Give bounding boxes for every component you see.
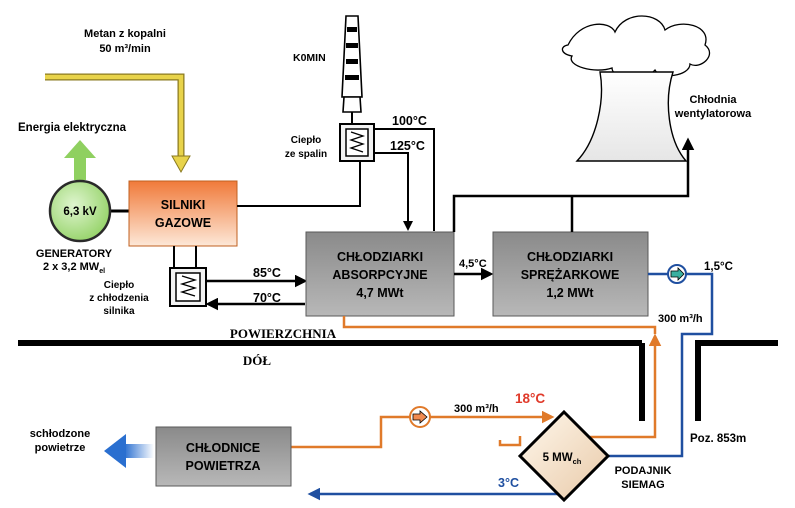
cold-water-to-coolers	[307, 482, 567, 501]
compressor-line1: CHŁODZIARKI	[527, 250, 613, 264]
surface-label: POWIERZCHNIA	[230, 326, 337, 341]
exhaust-out-temp: 100°C	[392, 114, 427, 128]
absorption-line3: 4,7 MWt	[356, 286, 404, 300]
gas-engines-line2: GAZOWE	[155, 216, 211, 230]
exhaust-loop-supply	[374, 152, 413, 231]
exchanger-cold-temp: 3°C	[498, 476, 519, 490]
siemag-feeder	[517, 409, 611, 503]
compressor-line3: 1,2 MWt	[546, 286, 594, 300]
exhaust-line	[237, 161, 361, 207]
cooled-air-label-1: schłodzone	[30, 428, 91, 440]
generator-power: 2 x 3,2 MWel	[43, 261, 105, 275]
cooling-tower-label-2: wentylatorowa	[674, 108, 752, 120]
generator-voltage: 6,3 kV	[63, 206, 97, 218]
cooled-air-arrow-icon	[104, 434, 154, 468]
chimney-label: K0MIN	[293, 52, 326, 64]
shaft-wall-right	[695, 340, 778, 421]
compressor-line2: SPRĘŻARKOWE	[521, 267, 620, 282]
power-arrow-icon	[64, 140, 96, 180]
air-coolers-line2: POWIETRZA	[186, 459, 261, 473]
chimney-icon	[341, 15, 363, 124]
generator	[48, 179, 112, 243]
generator-label: GENERATORY	[36, 248, 113, 260]
warm-water-from-coolers	[291, 415, 410, 449]
underground-label: DÓŁ	[243, 353, 272, 368]
cold-water-down-line	[607, 272, 714, 458]
methane-label-line1: Metan z kopalni	[84, 28, 166, 40]
engine-return-temp: 70°C	[253, 291, 281, 305]
absorption-chillers-box	[305, 231, 455, 317]
absorption-line1: CHŁODZIARKI	[337, 250, 423, 264]
feeder-label-1: PODAJNIK	[615, 465, 672, 477]
exhaust-hx-label-1: Ciepło	[291, 135, 322, 146]
absorption-line2: ABSORPCYJNE	[332, 268, 427, 282]
gas-engines-line1: SILNIKI	[161, 198, 205, 212]
feeder-power: 5 MWch	[543, 452, 582, 466]
gas-engines-box	[128, 180, 238, 247]
exhaust-hx-label-2: ze spalin	[285, 149, 327, 160]
cooling-tower-label-1: Chłodnia	[689, 94, 737, 106]
engine-hot-temp: 85°C	[253, 266, 281, 280]
feeder-label-2: SIEMAG	[621, 479, 664, 491]
exchanger-hot-temp: 18°C	[515, 391, 545, 406]
pump-underground-arrow-icon	[412, 410, 428, 424]
exhaust-loop-return	[374, 128, 435, 231]
level-label: Poz. 853m	[690, 433, 746, 445]
air-coolers-box	[155, 426, 292, 487]
exhaust-heat-exchanger	[339, 123, 375, 162]
cooling-tower-icon	[561, 15, 711, 162]
compressor-chillers-box	[492, 231, 649, 317]
between-chillers-temp: 4,5°C	[459, 258, 487, 270]
engine-cooling-label-1: Ciepło	[104, 280, 135, 291]
methane-pipe	[45, 73, 191, 174]
underground-flow: 300 m³/h	[454, 403, 499, 415]
air-coolers-line1: CHŁODNICE	[186, 441, 260, 455]
cooled-air-label-2: powietrze	[35, 442, 86, 454]
engine-cooling-label-3: silnika	[103, 306, 135, 317]
engine-cooling-label-2: z chłodzenia	[89, 293, 149, 304]
exhaust-in-temp: 125°C	[390, 139, 425, 153]
engine-cooling-exchanger	[169, 246, 207, 307]
surface-flow: 300 m³/h	[658, 313, 703, 325]
warm-exchanger-link	[498, 436, 522, 447]
methane-label-line2: 50 m³/min	[99, 43, 151, 55]
after-pump-temp: 1,5°C	[704, 261, 733, 273]
pump-surface-arrow-icon	[670, 267, 685, 281]
warm-return-surface	[342, 316, 657, 334]
warm-water-up-line	[590, 333, 662, 439]
power-label: Energia elektryczna	[18, 122, 127, 134]
